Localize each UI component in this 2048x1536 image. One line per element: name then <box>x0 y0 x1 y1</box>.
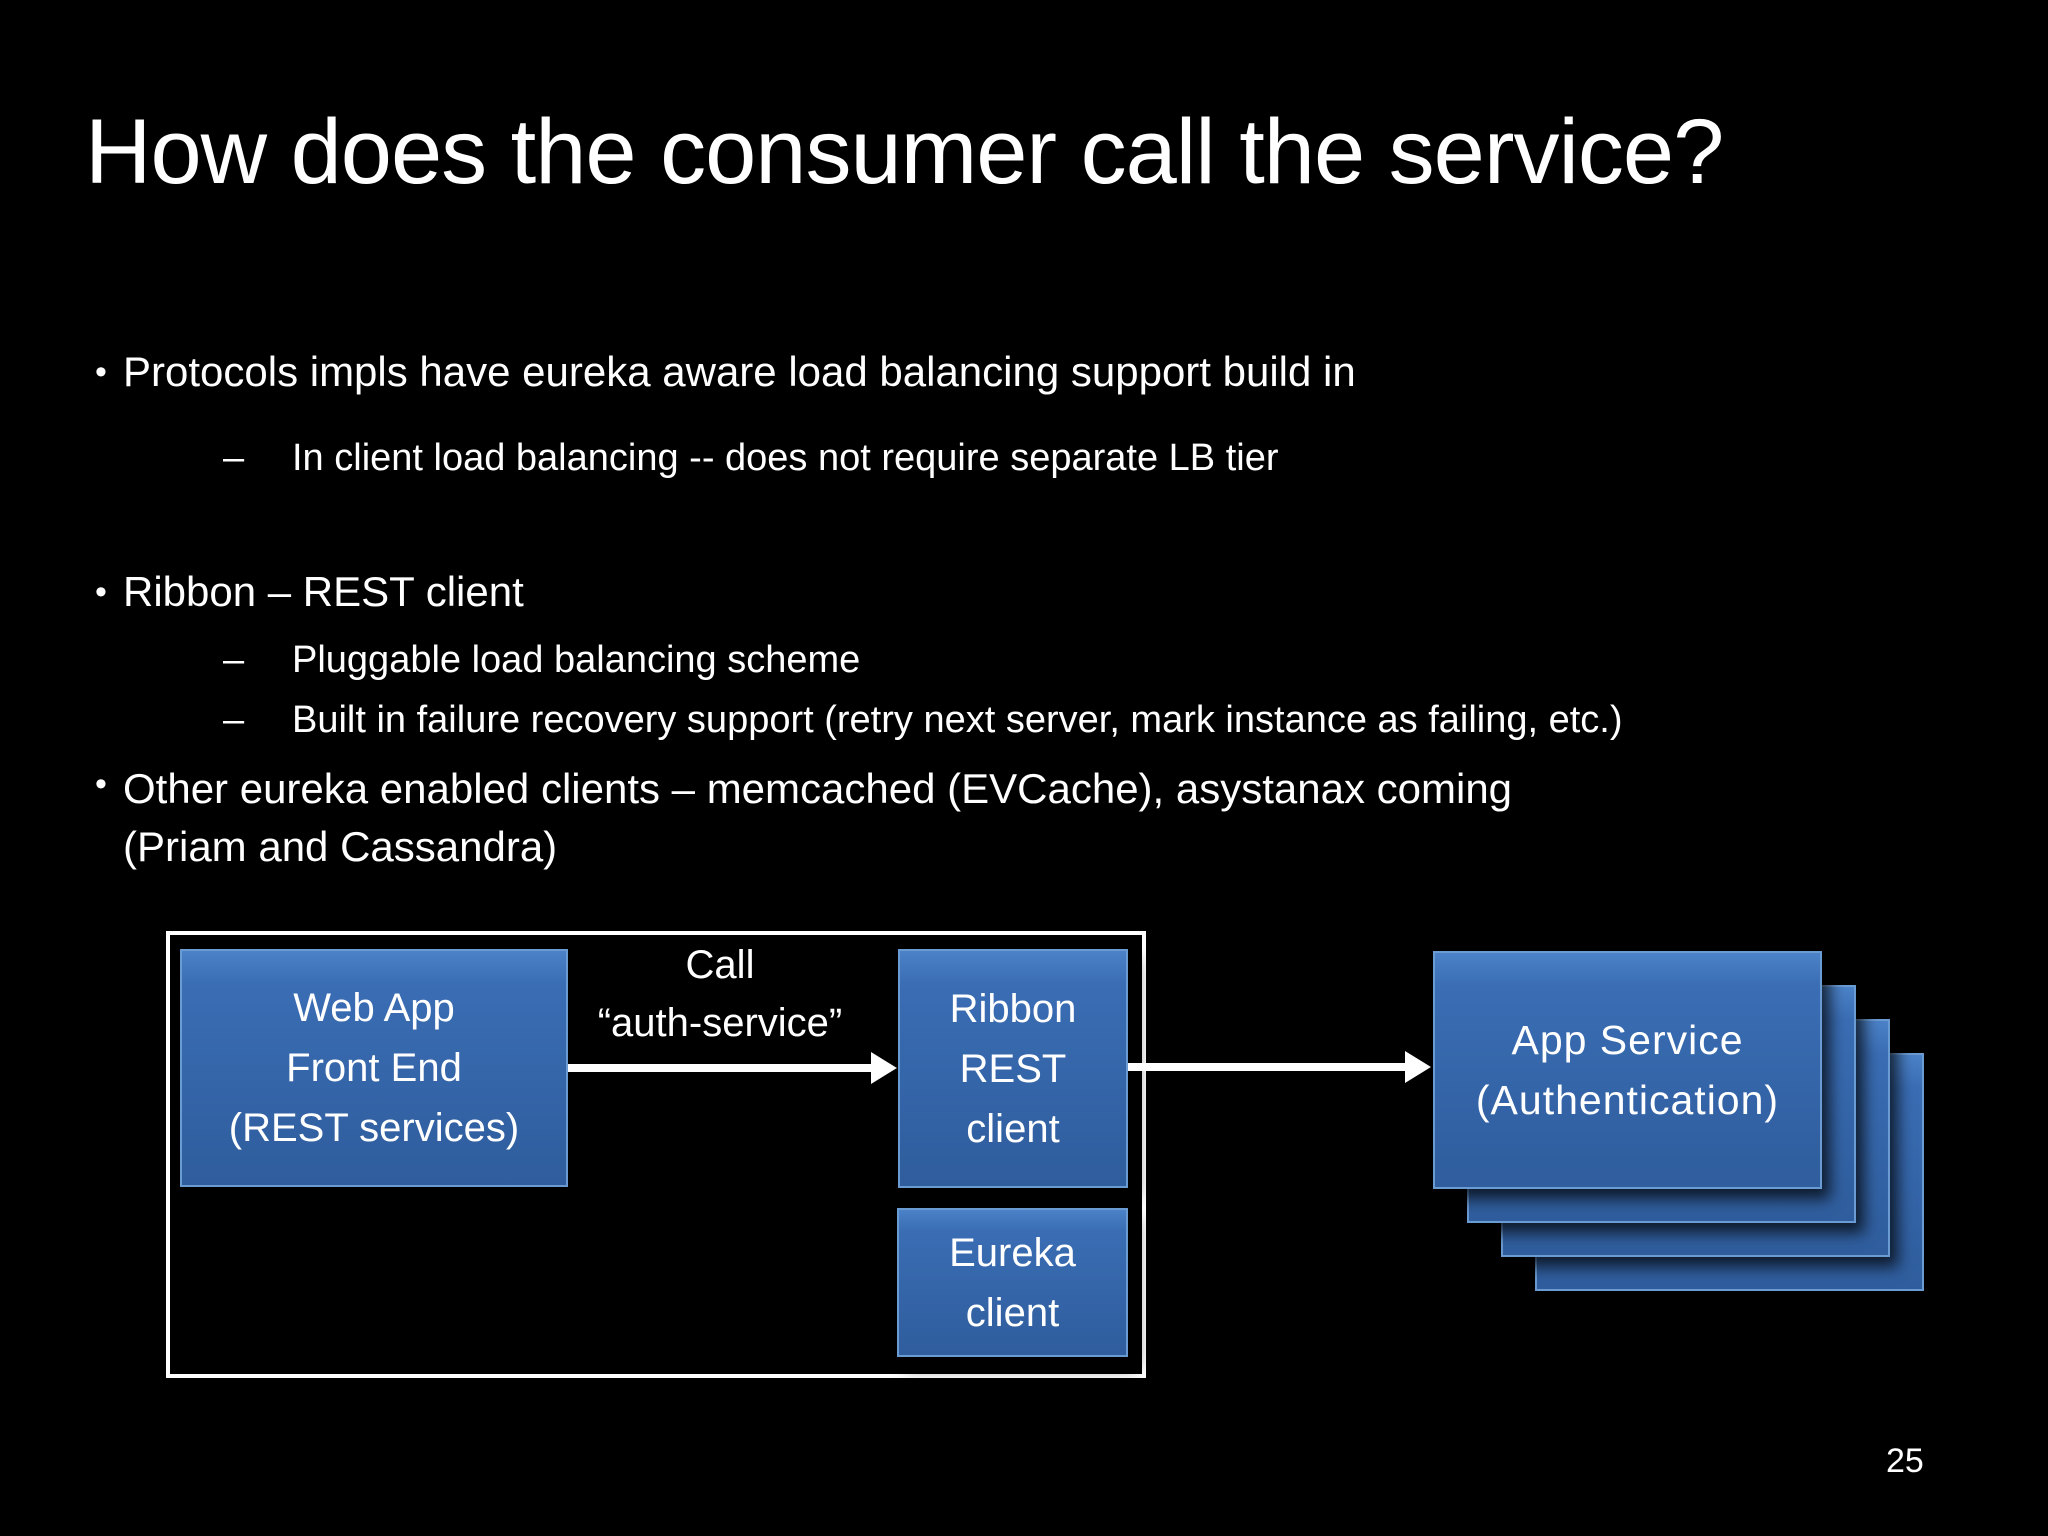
bullet-marker: – <box>223 639 245 681</box>
arrow-shaft <box>568 1064 875 1072</box>
bullet-item: – In client load balancing -- does not r… <box>223 437 1278 480</box>
service-call-arrow <box>1128 1051 1431 1083</box>
bullet-item: • Protocols impls have eureka aware load… <box>95 348 1356 396</box>
bullet-text: Built in failure recovery support (retry… <box>292 699 1623 741</box>
eureka-box-line-1: Eureka <box>949 1230 1076 1275</box>
bullet-marker: – <box>223 437 245 479</box>
bullet-item: – Built in failure recovery support (ret… <box>223 699 1623 742</box>
web-app-box-line-3: (REST services) <box>228 1106 520 1150</box>
bullet-marker: • <box>95 573 107 611</box>
page-number: 25 <box>1886 1442 1924 1480</box>
call-arrow-label: Call “auth-service” <box>545 936 895 1052</box>
app-service-line-2: (Authentication) <box>1475 1077 1780 1123</box>
ribbon-box-line-2: REST <box>959 1046 1067 1091</box>
bullet-marker: – <box>223 699 245 741</box>
consumer-boundary-box <box>166 931 1146 1378</box>
ribbon-box-line-1: Ribbon <box>949 986 1077 1031</box>
arrow-shaft <box>1128 1063 1409 1071</box>
ribbon-rest-client-box: Ribbon REST client <box>898 949 1128 1188</box>
bullet-item: • Other eureka enabled clients – memcach… <box>95 760 1512 876</box>
bullet-marker: • <box>95 353 107 391</box>
call-label-line-1: Call <box>685 943 755 987</box>
call-arrow <box>568 1052 897 1084</box>
bullet-text-line-2: (Priam and Cassandra) <box>123 823 558 870</box>
call-label-line-2: “auth-service” <box>597 1001 843 1045</box>
app-service-box-front: App Service (Authentication) <box>1433 951 1822 1189</box>
web-app-box-line-2: Front End <box>286 1046 462 1090</box>
eureka-client-box: Eureka client <box>897 1208 1128 1357</box>
bullet-text: Other eureka enabled clients – memcached… <box>123 760 1512 876</box>
eureka-box-line-2: client <box>965 1290 1060 1335</box>
ribbon-box-line-3: client <box>966 1106 1060 1151</box>
web-app-front-end-box: Web App Front End (REST services) <box>180 949 568 1187</box>
bullet-text-line-1: Other eureka enabled clients – memcached… <box>123 765 1513 812</box>
bullet-text: Protocols impls have eureka aware load b… <box>123 348 1356 395</box>
web-app-box-line-1: Web App <box>293 986 455 1030</box>
slide-title: How does the consumer call the service? <box>85 101 1724 203</box>
bullet-item: – Pluggable load balancing scheme <box>223 639 860 682</box>
bullet-item: • Ribbon – REST client <box>95 568 524 616</box>
arrowhead-icon <box>1405 1051 1431 1083</box>
bullet-text: In client load balancing -- does not req… <box>292 437 1279 479</box>
arrowhead-icon <box>871 1052 897 1084</box>
bullet-text: Pluggable load balancing scheme <box>292 639 861 681</box>
bullet-marker: • <box>95 765 107 803</box>
bullet-text: Ribbon – REST client <box>123 568 524 615</box>
app-service-line-1: App Service <box>1511 1017 1744 1063</box>
